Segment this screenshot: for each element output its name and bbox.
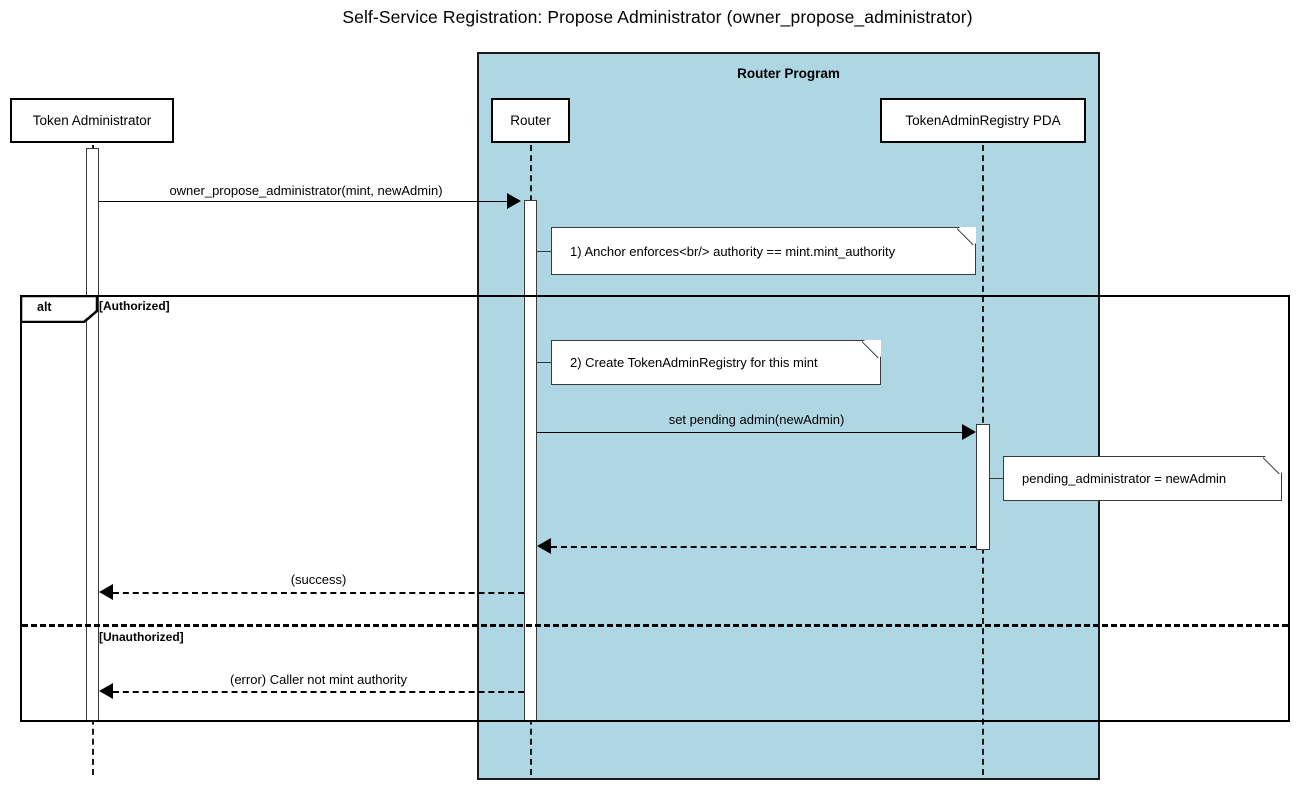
message-line-error	[113, 691, 524, 693]
activation-token-admin-registry-pda	[976, 424, 990, 550]
combined-fragment-alt	[20, 295, 1290, 722]
fragment-operator-label: alt	[37, 300, 52, 314]
note-create-registry: 2) Create TokenAdminRegistry for this mi…	[551, 340, 881, 385]
message-arrowhead-pda-return	[537, 538, 551, 554]
fragment-guard-unauthorized: [Unauthorized]	[99, 630, 184, 644]
note-fold-corner-icon	[957, 228, 975, 246]
note-anchor-enforces-text: 1) Anchor enforces<br/> authority == min…	[570, 243, 896, 259]
participant-router-label: Router	[510, 113, 551, 128]
message-line-set-pending-admin	[537, 432, 962, 433]
fragment-divider	[22, 624, 1288, 627]
note-create-registry-text: 2) Create TokenAdminRegistry for this mi…	[570, 355, 818, 370]
fragment-operator-tab	[20, 295, 98, 323]
note-fold-corner-icon	[862, 341, 880, 359]
message-arrowhead-owner-propose-administrator	[507, 193, 521, 209]
message-arrowhead-success	[99, 584, 113, 600]
group-box-label: Router Program	[737, 66, 840, 81]
note-connector-anchor-enforces	[537, 251, 552, 252]
fragment-guard-authorized: [Authorized]	[99, 299, 170, 313]
message-label-owner-propose-administrator: owner_propose_administrator(mint, newAdm…	[169, 183, 443, 198]
participant-token-administrator[interactable]: Token Administrator	[10, 98, 174, 143]
participant-token-administrator-label: Token Administrator	[32, 113, 152, 128]
participant-token-admin-registry-pda-label: TokenAdminRegistry PDA	[905, 113, 1061, 128]
diagram-title: Self-Service Registration: Propose Admin…	[342, 7, 973, 27]
message-line-success	[113, 592, 524, 594]
group-box-router-program: Router Program	[477, 52, 1100, 780]
note-anchor-enforces: 1) Anchor enforces<br/> authority == min…	[551, 227, 976, 275]
message-label-set-pending-admin: set pending admin(newAdmin)	[668, 412, 845, 427]
message-arrowhead-set-pending-admin	[962, 424, 976, 440]
message-arrowhead-error	[99, 683, 113, 699]
note-connector-pending-administrator	[990, 478, 1004, 479]
message-label-success: (success)	[290, 572, 347, 587]
message-line-pda-return	[551, 546, 976, 548]
note-connector-create-registry	[537, 362, 552, 363]
message-label-error: (error) Caller not mint authority	[230, 672, 407, 687]
participant-router[interactable]: Router	[491, 98, 570, 143]
note-pending-administrator: pending_administrator = newAdmin	[1003, 456, 1282, 501]
note-fold-corner-icon	[1263, 457, 1281, 475]
participant-token-admin-registry-pda[interactable]: TokenAdminRegistry PDA	[880, 98, 1086, 143]
message-line-owner-propose-administrator	[99, 201, 507, 202]
note-pending-administrator-text: pending_administrator = newAdmin	[1022, 471, 1227, 486]
